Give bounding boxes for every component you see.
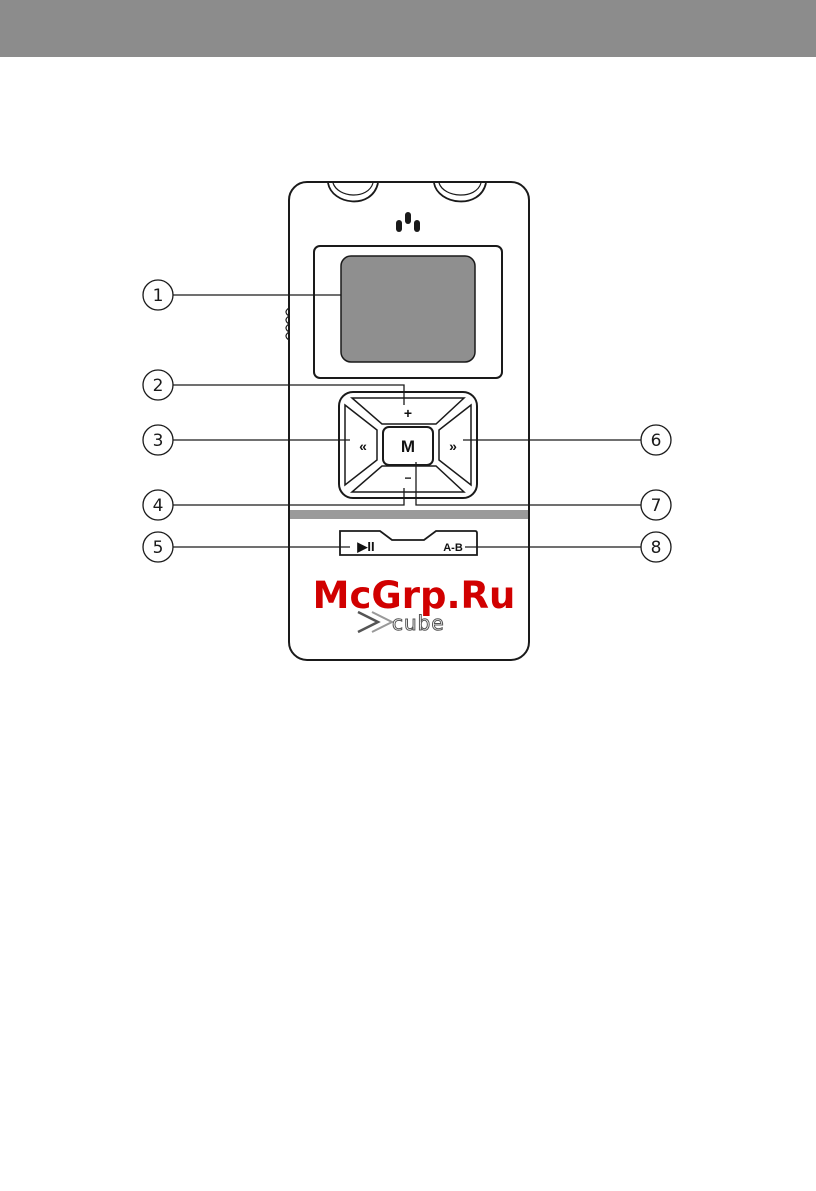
fast-forward-icon: » bbox=[449, 438, 457, 454]
divider-stripe bbox=[290, 510, 528, 519]
callout-6: 6 bbox=[641, 425, 671, 455]
menu-button-label: M bbox=[401, 437, 415, 456]
svg-text:3: 3 bbox=[153, 431, 164, 451]
callout-1: 1 bbox=[143, 280, 173, 310]
svg-text:1: 1 bbox=[153, 286, 164, 306]
svg-text:8: 8 bbox=[651, 538, 662, 558]
display-screen bbox=[341, 256, 475, 362]
svg-text:5: 5 bbox=[153, 538, 164, 558]
callout-7: 7 bbox=[641, 490, 671, 520]
minus-icon: − bbox=[404, 471, 411, 485]
rewind-icon: « bbox=[359, 438, 367, 454]
callout-2: 2 bbox=[143, 370, 173, 400]
svg-text:2: 2 bbox=[153, 376, 164, 396]
svg-text:6: 6 bbox=[651, 431, 662, 451]
callout-5: 5 bbox=[143, 532, 173, 562]
ab-repeat-button[interactable]: A-B bbox=[443, 542, 463, 554]
watermark-text: McGrp.Ru bbox=[313, 574, 516, 617]
callout-3: 3 bbox=[143, 425, 173, 455]
callout-8: 8 bbox=[641, 532, 671, 562]
svg-text:4: 4 bbox=[153, 496, 164, 516]
control-pad: + − « » M bbox=[339, 392, 477, 498]
svg-text:7: 7 bbox=[651, 496, 662, 516]
callout-4: 4 bbox=[143, 490, 173, 520]
play-pause-button[interactable]: ▶II bbox=[356, 539, 374, 554]
plus-icon: + bbox=[404, 405, 412, 421]
